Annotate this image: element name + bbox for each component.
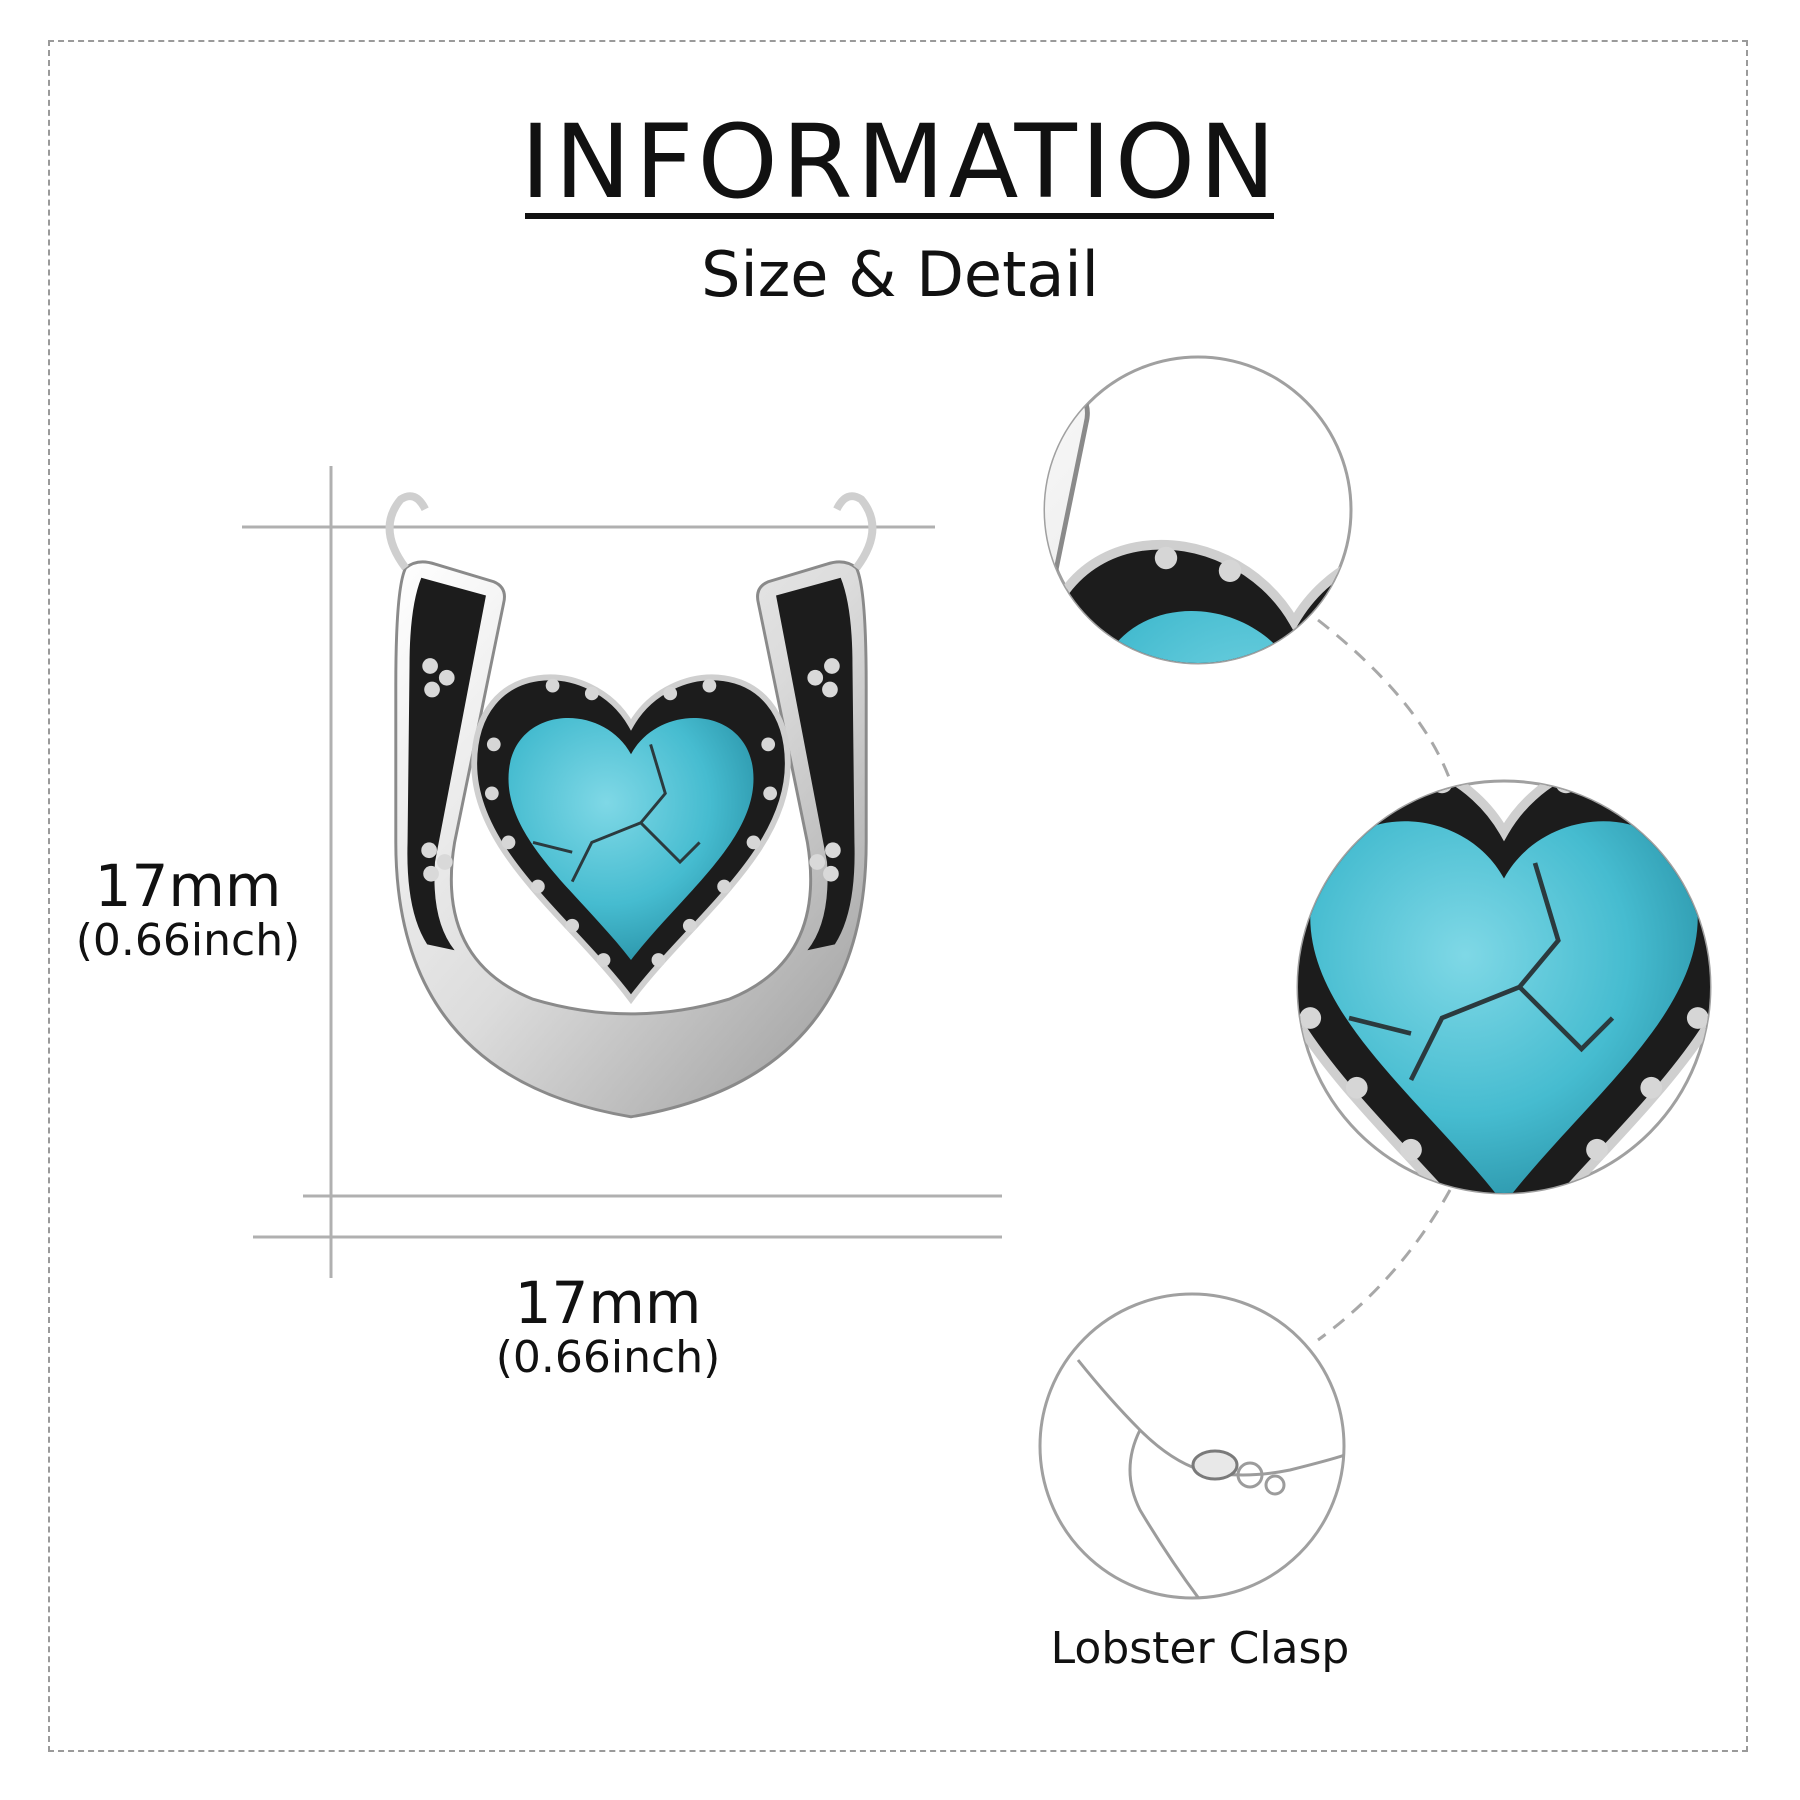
width-inch: (0.66inch) [495,1332,721,1383]
page-title: INFORMATION [520,103,1280,222]
title-underline [525,213,1274,219]
width-dimension: 17mm (0.66inch) [488,1274,728,1380]
height-dimension: 17mm (0.66inch) [68,857,308,963]
detail-circle-clasp [1038,1292,1346,1600]
width-mm: 17mm [514,1269,702,1337]
detail-circle-bail [1043,355,1353,665]
height-mm: 17mm [94,852,282,920]
pendant-main-image [390,496,873,1117]
connector-arcs [1317,618,1452,1342]
height-inch: (0.66inch) [75,915,301,966]
dimension-guides [242,466,1002,1278]
dashed-frame [48,40,1748,1752]
page-subtitle: Size & Detail [701,238,1099,311]
detail-circle-heart [1296,779,1712,1195]
clasp-label: Lobster Clasp [1050,1623,1350,1674]
